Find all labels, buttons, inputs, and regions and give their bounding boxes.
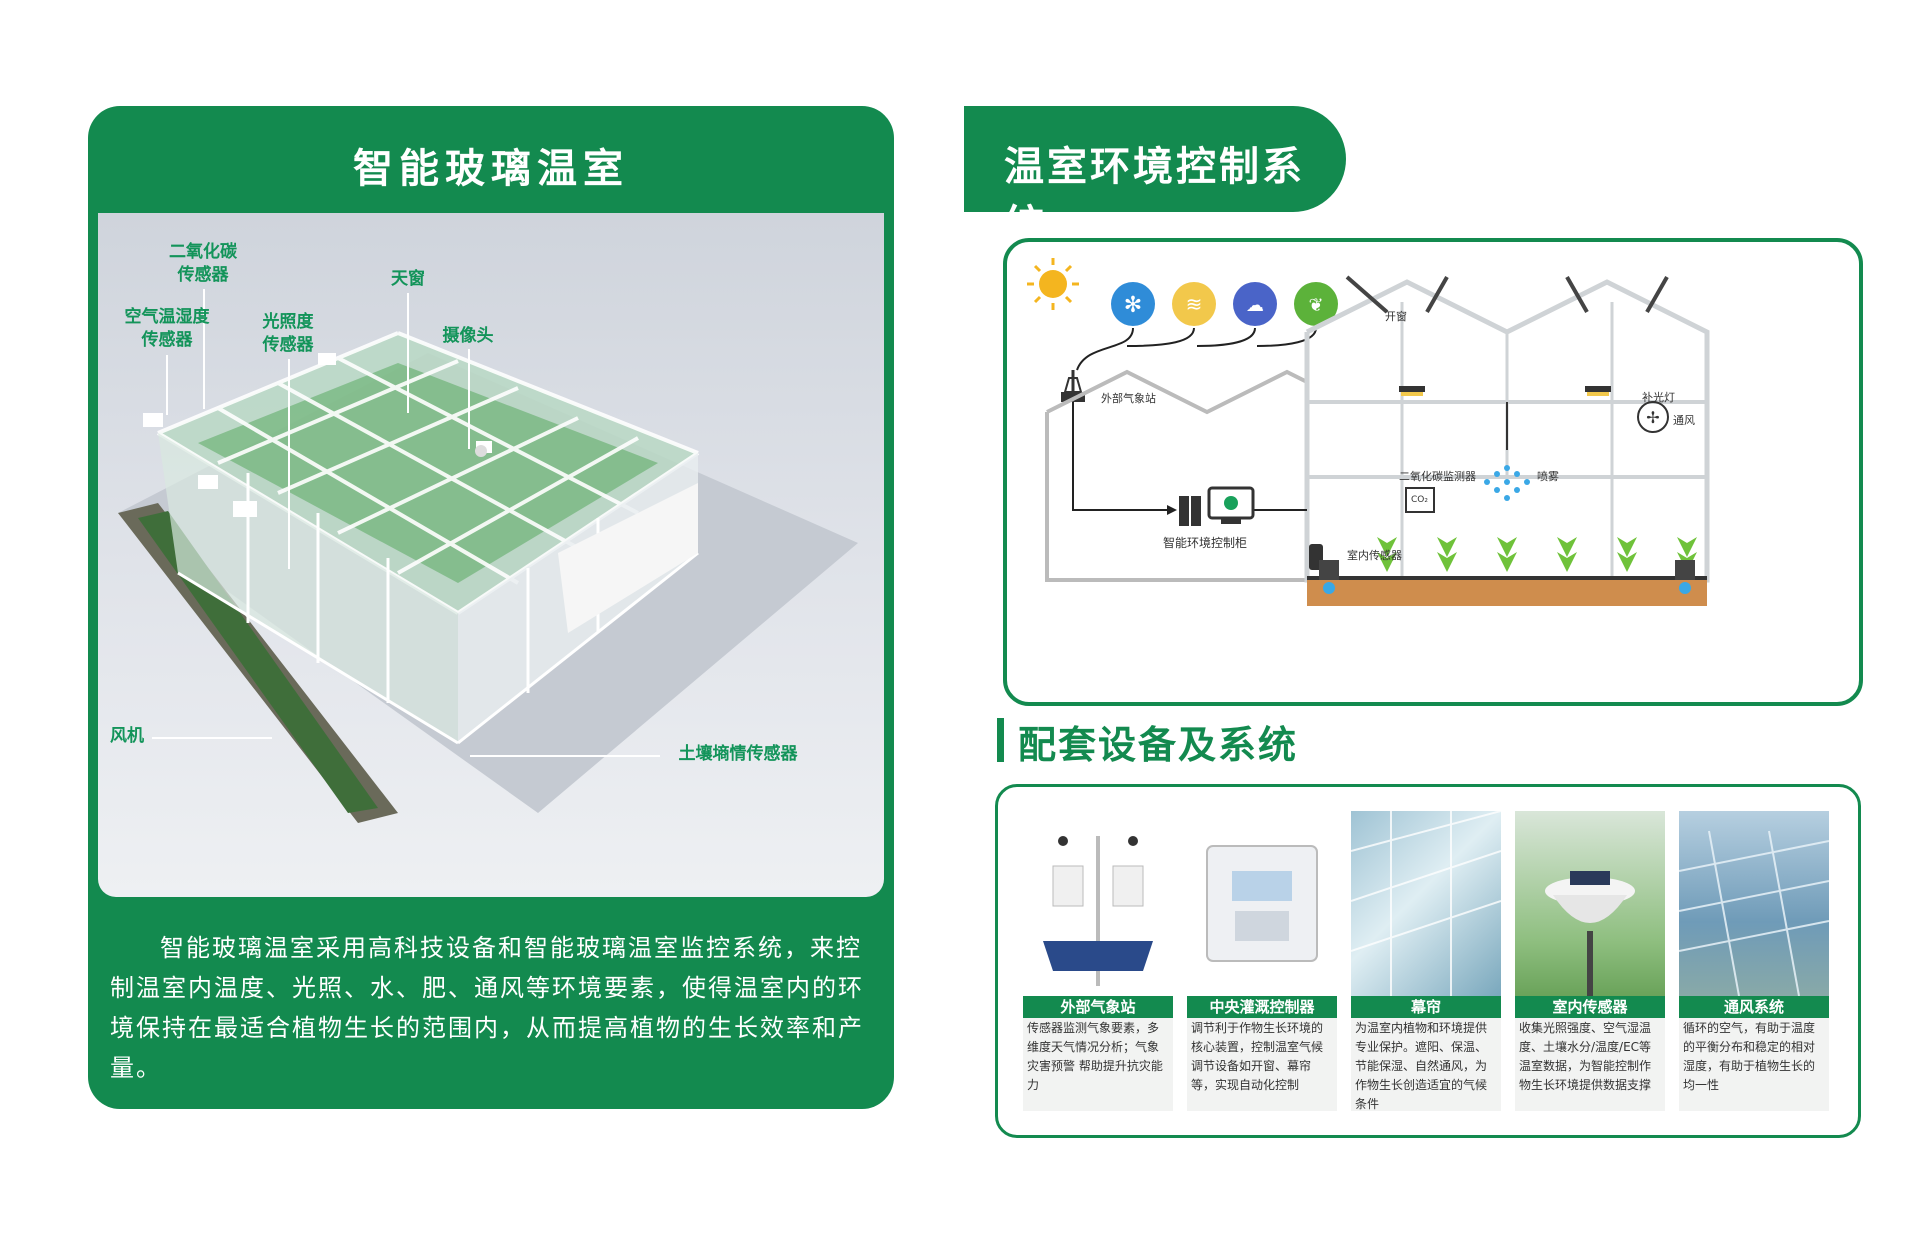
ventilation-image [1679, 811, 1829, 997]
co2-monitor-icon [1405, 487, 1435, 513]
label-ventilation: 通风 [1673, 414, 1695, 427]
system-title-tab: 温室环境控制系统 [964, 106, 1346, 248]
system-title: 温室环境控制系统 [1004, 144, 1305, 248]
label-indoor-sensor: 室内传感器 [1347, 549, 1402, 562]
greenhouse-illustration: 二氧化碳 传感器 天窗 空气温湿度 传感器 光照度 传感器 摄像头 风机 土壤墒… [98, 213, 884, 897]
diagram-drawing: ✻ ≋ ☁ ❦ [1027, 258, 1710, 606]
skylight-label: 天窗 [391, 269, 425, 289]
svg-text:☁: ☁ [1246, 295, 1264, 316]
wind-icon [1172, 282, 1216, 326]
greenhouse-drawing [118, 331, 858, 823]
water-valve-icon [1319, 560, 1339, 580]
svg-text:✢: ✢ [1646, 408, 1659, 427]
panel-description: 智能玻璃温室采用高科技设备和智能玻璃温室监控系统，来控制温室内温度、光照、水、肥… [110, 934, 864, 1082]
card-curtain-text: 为温室内植物和环境提供专业保护。遮阳、保温、节能保湿、自然通风，为作物生长创造适… [1355, 1021, 1488, 1111]
sun-icon [1027, 258, 1079, 310]
camera-callout-line [468, 349, 470, 449]
crop-plants [1377, 537, 1697, 572]
control-cabinet-icon [1179, 486, 1255, 526]
air-callout-line [166, 355, 168, 415]
panel-title: 智能玻璃温室 [353, 146, 629, 192]
svg-text:≋: ≋ [1186, 292, 1203, 316]
label-fill-light: 补光灯 [1642, 391, 1675, 404]
greenhouse-panel: 智能玻璃温室 [88, 106, 894, 1109]
card-irrigation-controller-text: 调节利于作物生长环境的核心装置，控制温室气候调节设备如开窗、幕帘等，实现自动化控… [1191, 1021, 1324, 1092]
light-sensor-label: 光照度 传感器 [248, 311, 328, 357]
rain-cloud-icon [1233, 282, 1277, 326]
co2-sensor-text: 二氧化碳 传感器 [169, 242, 237, 285]
card-indoor-sensor-name: 室内传感器 [1515, 996, 1665, 1018]
curtain-image [1351, 811, 1501, 996]
co2-sensor-label: 二氧化碳 传感器 [168, 241, 238, 287]
camera-label: 摄像头 [442, 326, 494, 346]
card-irrigation-controller: 中央灌溉控制器 调节利于作物生长环境的核心装置，控制温室气候调节设备如开窗、幕帘… [1187, 811, 1337, 1111]
soil-sensor-label: 土壤墒情传感器 [678, 744, 798, 764]
card-irrigation-controller-name: 中央灌溉控制器 [1187, 996, 1337, 1018]
section-title: 配套设备及系统 [1018, 723, 1299, 767]
fan-callout-line [152, 737, 272, 739]
svg-text:✻: ✻ [1124, 293, 1142, 318]
card-curtain: 幕帘 为温室内植物和环境提供专业保护。遮阳、保温、节能保湿、自然通风，为作物生长… [1351, 811, 1501, 1111]
card-weather-station-text: 传感器监测气象要素，多维度天气情况分析；气象灾害预警 帮助提升抗灾能力 [1027, 1021, 1163, 1092]
card-weather-station: 外部气象站 传感器监测气象要素，多维度天气情况分析；气象灾害预警 帮助提升抗灾能… [1023, 811, 1173, 1111]
label-co2-monitor: 二氧化碳监测器 [1399, 470, 1476, 483]
fill-light-icon [1399, 386, 1425, 392]
fan-label: 风机 [110, 726, 144, 746]
control-system-diagram: ✻ ≋ ☁ ❦ [1003, 238, 1863, 706]
label-cabinet: 智能环境控制柜 [1163, 536, 1248, 550]
card-ventilation-text: 循环的空气，有助于温度的平衡分布和稳定的相对湿度，有助于植物生长的均一性 [1683, 1021, 1816, 1092]
card-curtain-name: 幕帘 [1351, 996, 1501, 1018]
card-ventilation-name: 通风系统 [1679, 996, 1829, 1018]
air-sensor-label: 空气温湿度 传感器 [112, 306, 222, 352]
soil-callout-line [470, 755, 660, 757]
svg-text:❦: ❦ [1308, 295, 1323, 316]
label-co2-symbol: CO₂ [1411, 495, 1428, 505]
fan-icon [1637, 401, 1669, 433]
light-callout-line [288, 359, 290, 569]
snowflake-icon [1111, 282, 1155, 326]
spray-icon [1484, 465, 1530, 501]
label-weather-station: 外部气象站 [1101, 392, 1156, 405]
light-sensor-text: 光照度 传感器 [262, 312, 314, 355]
card-ventilation: 通风系统 循环的空气，有助于温度的平衡分布和稳定的相对湿度，有助于植物生长的均一… [1679, 811, 1829, 1111]
card-weather-station-name: 外部气象站 [1023, 996, 1173, 1018]
leaf-icon [1294, 282, 1338, 326]
label-spray: 喷雾 [1537, 470, 1559, 483]
section-accent-bar [997, 718, 1004, 762]
air-sensor-text: 空气温湿度 传感器 [124, 307, 210, 350]
co2-callout-line [203, 289, 205, 409]
weather-station-image [1023, 811, 1173, 996]
equipment-panel: 外部气象站 传感器监测气象要素，多维度天气情况分析；气象灾害预警 帮助提升抗灾能… [995, 784, 1861, 1138]
card-indoor-sensor: 室内传感器 收集光照强度、空气湿温度、土壤水分/温度/EC等温室数据，为智能控制… [1515, 811, 1665, 1111]
skylight-callout-line [407, 293, 409, 413]
irrigation-controller-image [1187, 811, 1337, 996]
indoor-sensor-image [1515, 811, 1665, 996]
label-open-window: 开窗 [1385, 310, 1407, 323]
card-indoor-sensor-text: 收集光照强度、空气湿温度、土壤水分/温度/EC等温室数据，为智能控制作物生长环境… [1519, 1021, 1652, 1092]
